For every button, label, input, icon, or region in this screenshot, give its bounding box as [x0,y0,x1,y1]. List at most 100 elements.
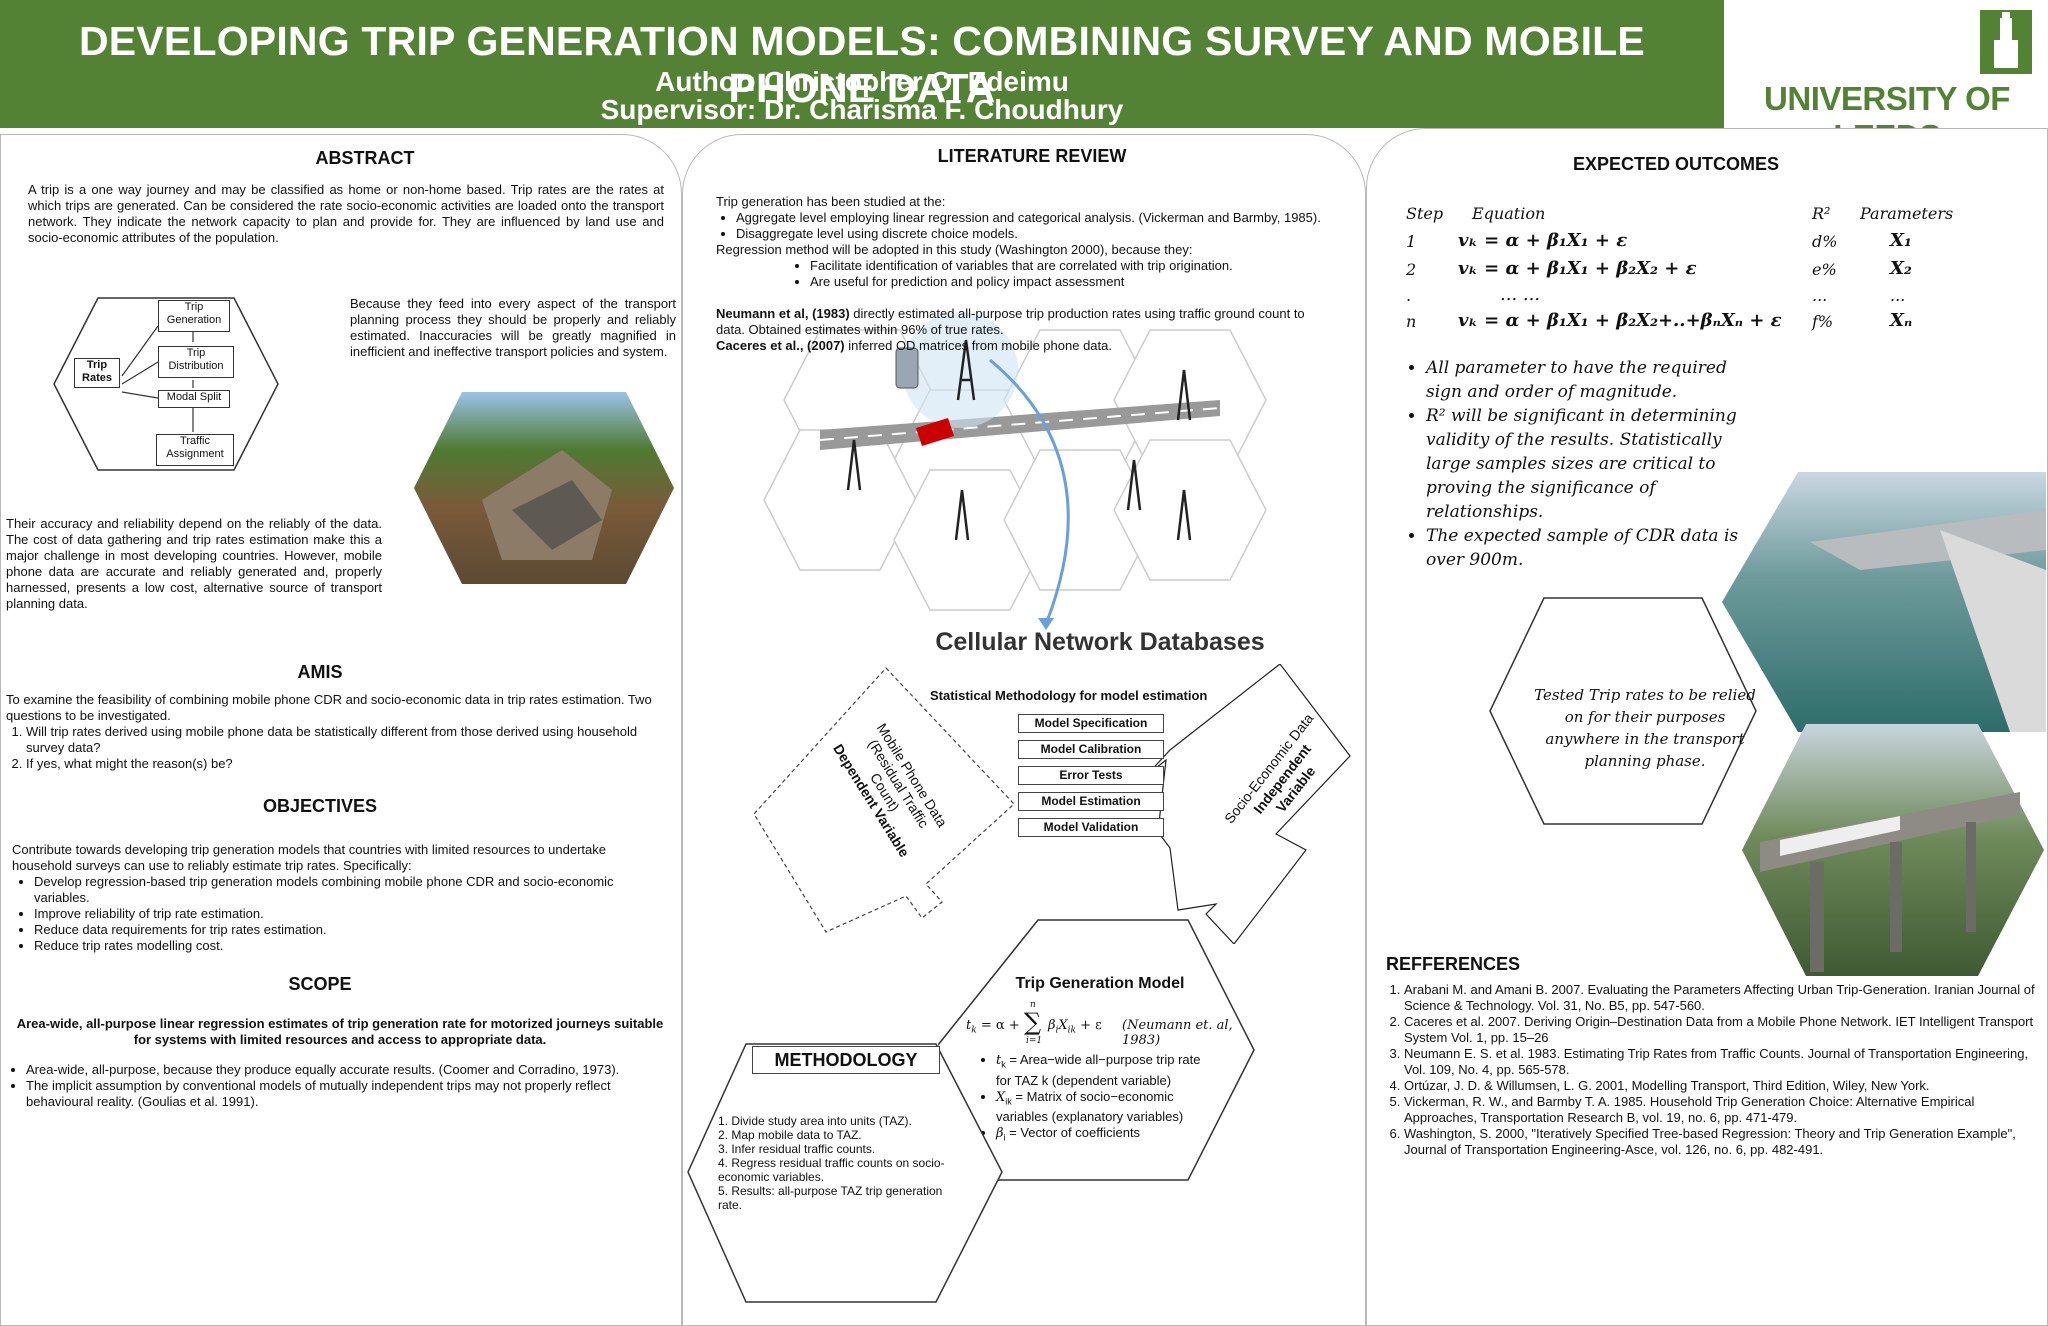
methodology-step: 1. Divide study area into units (TAZ). [718,1114,912,1128]
diagram-modal-split: Modal Split [158,390,230,408]
formula-lhs: t [966,1018,972,1033]
trip-model-formula: tk = α + n ∑ i=1 βiXik + ε (Neumann et. … [966,1000,1266,1050]
row-step: n [1406,312,1417,331]
formula-mid: β [1048,1018,1056,1033]
outcomes-bullets: All parameter to have the required sign … [1400,356,1760,572]
row-step: 1 [1406,232,1417,251]
literature-caceres-text: inferred OD matrices from mobile phone d… [844,338,1112,353]
stat-step-model-validation: Model Validation [1018,818,1164,837]
literature-intro: Trip generation has been studied at the: [716,194,946,209]
abstract-p2: Because they feed into every aspect of t… [350,296,676,359]
col-equation: Equation [1472,204,1546,223]
def-text: = Area−wide all−purpose trip rate for TA… [996,1052,1201,1088]
def-text: = Vector of coefficients [1009,1125,1141,1141]
methodology-heading: METHODOLOGY [752,1046,940,1074]
objectives-item: Reduce data requirements for trip rates … [34,922,654,938]
row-r2: d% [1812,232,1838,251]
literature-neumann: Neumann et al, (1983) directly estimated… [716,306,1334,338]
methodology-step: 4. Regress residual traffic counts on so… [718,1156,945,1184]
cellular-network-illustration [763,312,1267,630]
aims-intro: To examine the feasibility of combining … [6,692,652,723]
formula-citation: (Neumann et. al, 1983) [1122,1018,1233,1048]
literature-level-item: Aggregate level employing linear regress… [736,210,1356,226]
abstract-p3: Their accuracy and reliability depend on… [6,516,382,611]
diagram-trip-generation: Trip Generation [158,300,230,332]
author-line: Author: Christopher O. Edeimu [655,66,1069,97]
symbol-beta-sub: i [1003,1132,1006,1143]
literature-levels: Aggregate level employing linear regress… [716,210,1356,242]
trip-model-title: Trip Generation Model [1015,975,1185,992]
formula-sub: i=1 [1026,1036,1043,1046]
row-equation: vₖ = α + β₁X₁ + ε [1458,230,1628,251]
row-equation: vₖ = α + β₁X₁ + β₂X₂ + ε [1458,258,1697,279]
reference-item: Washington, S. 2000, "Iteratively Specif… [1404,1126,2044,1158]
aims-item: Will trip rates derived using mobile pho… [26,724,666,756]
row-r2: ... [1812,286,1828,305]
outcomes-bullet: R² will be significant in determining va… [1426,404,1760,524]
literature-caceres-cite: Caceres et al., (2007) [716,338,845,353]
outcomes-hexagon-text: Tested Trip rates to be relied on for th… [1534,686,1756,770]
objectives-intro: Contribute towards developing trip gener… [12,842,606,873]
def-text: = Matrix of socio−economic variables (ex… [996,1088,1184,1125]
row-r2: e% [1812,260,1837,279]
cellular-network-databases-label: Cellular Network Databases [935,628,1265,656]
landslide-photo [414,392,674,584]
row-r2: f% [1812,312,1834,331]
diagram-trip-distribution: Trip Distribution [158,346,234,378]
methodology-steps: 1. Divide study area into units (TAZ). 2… [718,1114,958,1212]
stat-step-model-estimation: Model Estimation [1018,792,1164,811]
outcomes-bullet: The expected sample of CDR data is over … [1426,524,1760,572]
literature-reason-item: Are useful for prediction and policy imp… [810,274,1350,290]
diagram-trip-rates: Trip Rates [74,358,120,388]
diagram-traffic-assignment: Traffic Assignment [156,434,234,466]
row-equation: ... ... [1500,284,1541,305]
literature-neumann-text: directly estimated all-purpose trip prod… [716,306,1305,337]
row-equation: vₖ = α + β₁X₁ + β₂X₂+..+βₙXₙ + ε [1458,310,1782,331]
bridge-photo [1722,472,2046,732]
scope-statement: Area-wide, all-purpose linear regression… [16,1016,664,1047]
reference-item: Neumann E. S. et al. 1983. Estimating Tr… [1404,1046,2044,1078]
col-r2: R² [1812,204,1831,223]
references-heading: REFFERENCES [1386,954,1521,974]
trip-rates-diagram [53,297,279,471]
references-list: Arabani M. and Amani B. 2007. Evaluating… [1384,982,2044,1158]
stat-step-error-tests: Error Tests [1018,766,1164,785]
reference-item: Caceres et al. 2007. Deriving Origin–Des… [1404,1014,2044,1046]
literature-regression: Regression method will be adopted in thi… [716,242,1193,257]
aims-list: Will trip rates derived using mobile pho… [6,724,666,772]
trip-model-def-item: βi = Vector of coefficients [996,1125,1206,1146]
symbol-x: X [996,1089,1006,1105]
formula-end: + ε [1080,1018,1102,1033]
methodology-step: 5. Results: all-purpose TAZ trip generat… [718,1184,943,1212]
literature-neumann-cite: Neumann et al, (1983) [716,306,850,321]
stat-step-model-specification: Model Specification [1018,714,1164,733]
objectives-item: Develop regression-based trip generation… [34,874,654,906]
reference-item: Ortúzar, J. D. & Willumsen, L. G. 2001, … [1404,1078,2044,1094]
stat-method-title: Statistical Methodology for model estima… [930,688,1208,703]
row-step: . [1406,286,1412,305]
literature-reason-item: Facilitate identification of variables t… [810,258,1350,274]
symbol-t: t [996,1053,1002,1068]
formula-sup: n [1030,1000,1036,1010]
abstract-p1: A trip is a one way journey and may be c… [28,182,664,245]
literature-level-item: Disaggregate level using discrete choice… [736,226,1356,242]
symbol-t-sub: k [1001,1059,1006,1070]
scope-heading: SCOPE [288,974,352,994]
symbol-beta: β [996,1126,1004,1142]
formula-rhs: = α + [980,1018,1020,1033]
scope-list: Area-wide, all-purpose, because they pro… [6,1062,666,1110]
outcomes-bullet: All parameter to have the required sign … [1426,356,1760,404]
trip-model-definitions: tk = Area−wide all−purpose trip rate for… [980,1052,1206,1146]
trip-model-def-item: tk = Area−wide all−purpose trip rate for… [996,1052,1206,1089]
outcomes-hexagon [1489,597,1757,825]
trip-model-def-item: Xik = Matrix of socio−economic variables… [996,1089,1206,1126]
methodology-hexagon [687,1043,1003,1303]
objectives-item: Reduce trip rates modelling cost. [34,938,654,954]
row-param: X₁ [1890,230,1912,251]
trip-model-hexagon [938,919,1255,1181]
col-parameters: Parameters [1860,204,1954,223]
methodology-step: 3. Infer residual traffic counts. [718,1142,876,1156]
reference-item: Vickerman, R. W., and Barmby T. A. 1985.… [1404,1094,2044,1126]
university-logo [1980,10,2032,74]
supervisor-line: Supervisor: Dr. Charisma F. Choudhury [600,94,1124,125]
